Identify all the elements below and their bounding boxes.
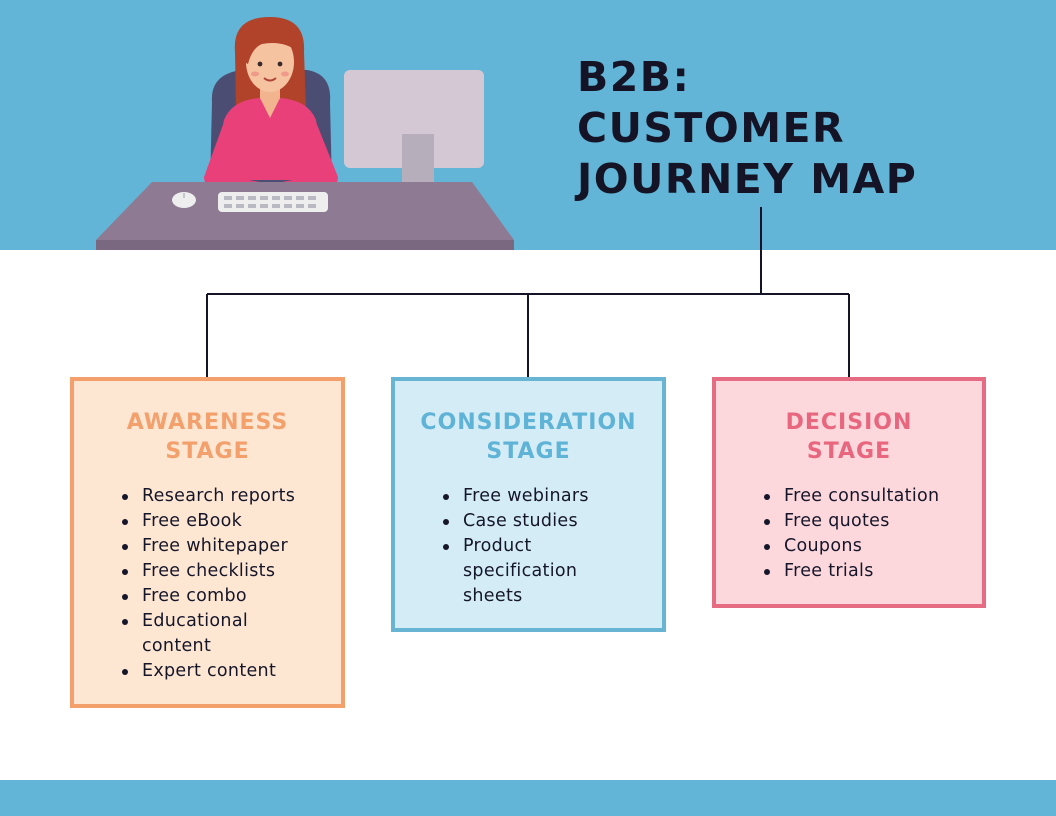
cheek-right <box>281 71 289 77</box>
face <box>246 32 294 92</box>
list-item: Product specification sheets <box>441 534 603 609</box>
neckline <box>260 98 280 118</box>
stage-title-line-2: STAGE <box>165 439 250 464</box>
stage-title-line-2: STAGE <box>486 439 571 464</box>
list-item: Free combo <box>120 584 341 609</box>
stage-title-line-2: STAGE <box>806 439 892 464</box>
title-line-2: CUSTOMER <box>577 104 846 152</box>
stage-title-decision: DECISION STAGE <box>716 408 982 466</box>
woman-at-desk-illustration <box>96 17 514 250</box>
stage-list-consideration: Free webinars Case studies Product speci… <box>441 484 662 609</box>
page-title: B2B: CUSTOMER JOURNEY MAP <box>577 52 917 205</box>
eye-right <box>277 61 283 67</box>
list-item: Free eBook <box>120 509 341 534</box>
eye-left <box>257 61 263 67</box>
stage-list-decision: Free consultation Free quotes Coupons Fr… <box>762 484 982 584</box>
mouse <box>172 192 196 208</box>
hair-front <box>243 28 298 64</box>
list-item: Coupons <box>762 534 982 559</box>
stage-title-line-1: DECISION <box>785 410 913 435</box>
list-item: Educational content <box>120 609 292 659</box>
mouth <box>263 77 277 82</box>
title-line-3: JOURNEY MAP <box>577 155 918 203</box>
stage-title-line-1: AWARENESS <box>126 410 289 435</box>
cheek-left <box>251 71 259 77</box>
list-item: Free checklists <box>120 559 341 584</box>
list-item: Free trials <box>762 559 982 584</box>
list-item: Free consultation <box>762 484 982 509</box>
title-line-1: B2B: <box>577 53 691 101</box>
footer-band <box>0 780 1056 816</box>
list-item: Free quotes <box>762 509 982 534</box>
list-item: Expert content <box>120 659 341 684</box>
stage-box-awareness: AWARENESS STAGE Research reports Free eB… <box>70 377 345 708</box>
list-item: Case studies <box>441 509 662 534</box>
desk-edge <box>96 240 514 250</box>
shirt <box>212 98 324 180</box>
stage-title-awareness: AWARENESS STAGE <box>74 408 341 466</box>
stage-box-decision: DECISION STAGE Free consultation Free qu… <box>712 377 986 608</box>
stage-box-consideration: CONSIDERATION STAGE Free webinars Case s… <box>391 377 666 632</box>
monitor-screen <box>344 70 484 168</box>
list-item: Research reports <box>120 484 341 509</box>
stage-title-consideration: CONSIDERATION STAGE <box>395 408 662 466</box>
right-arm <box>282 122 338 194</box>
stage-title-line-1: CONSIDERATION <box>420 410 637 435</box>
left-arm <box>204 122 260 194</box>
list-item: Free whitepaper <box>120 534 341 559</box>
stage-list-awareness: Research reports Free eBook Free whitepa… <box>120 484 341 684</box>
list-item: Free webinars <box>441 484 662 509</box>
keyboard-keys <box>224 196 316 208</box>
